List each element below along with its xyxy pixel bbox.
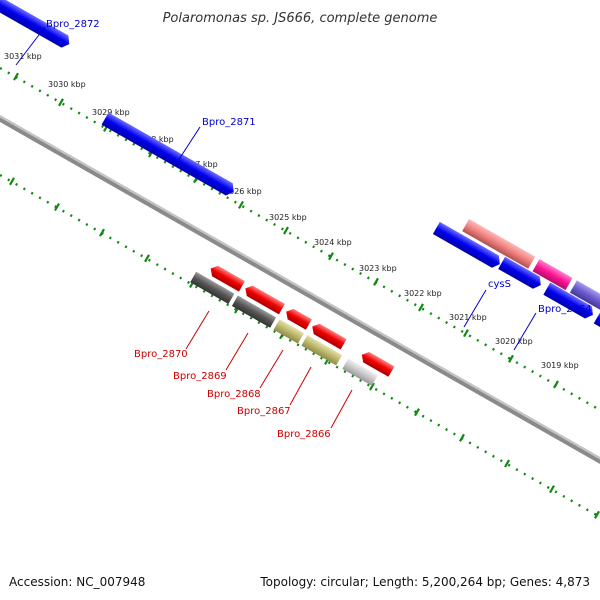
gene-label-bpro-2867[interactable]: Bpro_2867 <box>237 406 291 417</box>
kbp-label: 3024 kbp <box>314 238 352 247</box>
gene-bpro-2870[interactable] <box>190 271 235 304</box>
kbp-label: 3020 kbp <box>495 337 533 346</box>
gene-bpro-2868-a[interactable] <box>283 306 312 330</box>
major-tick <box>508 354 514 363</box>
major-tick <box>549 485 555 494</box>
kbp-labels: 3031 kbp 3030 kbp 3029 kbp 3028 kbp 3027… <box>4 52 579 370</box>
label-leader-line <box>463 289 487 328</box>
major-ticks <box>9 72 600 519</box>
reverse-strand-genes <box>190 263 395 386</box>
label-leader-line <box>289 366 312 406</box>
major-tick <box>144 254 150 263</box>
gene-cyss[interactable] <box>462 219 536 269</box>
gene-bpro-2863[interactable] <box>498 256 544 291</box>
gene-bpro-2864[interactable] <box>532 259 573 291</box>
gene-bpro-2872[interactable] <box>0 0 73 50</box>
major-tick <box>58 98 64 107</box>
forward-strand-genes <box>0 0 600 350</box>
kbp-label: 3026 kbp <box>224 187 262 196</box>
gene-bpro-2862[interactable] <box>569 280 600 320</box>
major-tick <box>553 380 559 389</box>
gene-bpro-2871[interactable] <box>101 112 238 198</box>
gene-bpro-2870-a[interactable] <box>208 263 245 292</box>
kbp-label: 3021 kbp <box>449 313 487 322</box>
gene-label-bpro-2868[interactable]: Bpro_2868 <box>207 389 261 400</box>
kbp-label: 3019 kbp <box>541 361 579 370</box>
label-leader-line <box>225 332 249 371</box>
gene-bpro-2869-a[interactable] <box>242 283 285 315</box>
gene-bpro-2861[interactable] <box>543 282 596 321</box>
gene-bpro-2867[interactable] <box>301 335 343 366</box>
genome-title: Polaromonas sp. JS666, complete genome <box>163 11 438 26</box>
label-leader-line <box>175 126 201 165</box>
gene-bpro-2865[interactable] <box>432 221 503 270</box>
kbp-label: 3023 kbp <box>359 264 397 273</box>
gene-label-bpro-2872[interactable]: Bpro_2872 <box>46 19 100 30</box>
gene-bpro-2868[interactable] <box>273 319 304 344</box>
major-tick <box>504 459 510 468</box>
major-tick <box>418 303 424 312</box>
kbp-label: 3030 kbp <box>48 80 86 89</box>
label-leader-line <box>185 310 210 350</box>
genome-summary-text: Topology: circular; Length: 5,200,264 bp… <box>260 575 590 589</box>
major-tick <box>594 510 600 519</box>
gene-label-bpro-2871[interactable]: Bpro_2871 <box>202 117 256 128</box>
kbp-label: 3022 kbp <box>404 289 442 298</box>
label-leader-line <box>513 312 537 351</box>
inner-tick-ruler <box>0 173 600 519</box>
major-tick <box>328 252 334 261</box>
gene-bpro-2869[interactable] <box>231 295 277 328</box>
major-tick <box>459 433 465 442</box>
major-tick <box>373 277 379 286</box>
kbp-label: 3029 kbp <box>92 108 130 117</box>
kbp-label: 3025 kbp <box>269 213 307 222</box>
gene-bpro-2866-a[interactable] <box>359 349 395 377</box>
gene-label-cyss[interactable]: cysS <box>488 279 511 290</box>
label-leader-line <box>15 26 46 66</box>
label-leader-line <box>330 389 353 429</box>
gene-label-bpro-2864[interactable]: Bpro_2864 <box>538 304 592 315</box>
gene-label-bpro-2870[interactable]: Bpro_2870 <box>134 349 188 360</box>
accession-text: Accession: NC_007948 <box>9 575 146 589</box>
major-tick <box>238 200 244 209</box>
gene-label-bpro-2866[interactable]: Bpro_2866 <box>277 429 331 440</box>
label-leader-line <box>259 349 284 389</box>
major-tick <box>54 202 60 212</box>
major-tick <box>283 226 289 235</box>
gene-bpro-2859[interactable] <box>593 311 600 350</box>
forward-gene-labels: Bpro_2872 Bpro_2871 cysS Bpro_2864 <box>15 19 592 351</box>
gene-bpro-2867-a[interactable] <box>309 321 347 350</box>
major-tick <box>369 382 375 391</box>
major-tick <box>463 329 469 338</box>
major-tick <box>414 408 420 417</box>
major-tick <box>13 72 19 81</box>
major-tick <box>99 228 105 237</box>
gene-label-bpro-2869[interactable]: Bpro_2869 <box>173 371 227 382</box>
major-tick <box>9 177 15 186</box>
genome-backbone <box>0 115 600 464</box>
reverse-gene-labels: Bpro_2870 Bpro_2869 Bpro_2868 Bpro_2867 … <box>134 310 353 440</box>
gene-bpro-2866[interactable] <box>342 358 378 386</box>
